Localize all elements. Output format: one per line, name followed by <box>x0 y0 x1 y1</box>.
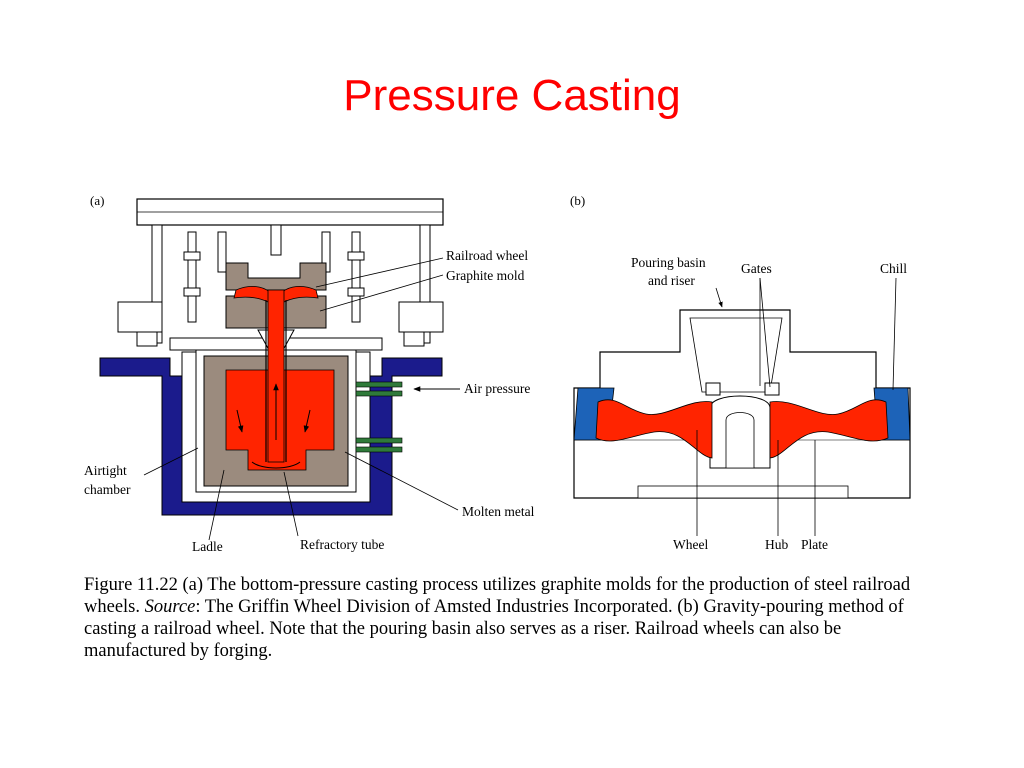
label-pouring-basin: Pouring basin <box>631 255 706 270</box>
panel-b-tag: (b) <box>570 193 585 208</box>
label-chill: Chill <box>880 261 907 276</box>
label-chamber: chamber <box>84 482 131 497</box>
caption-part-1: Figure 11.22 (a) The bottom-pressure cas… <box>84 575 911 617</box>
label-airtight: Airtight <box>84 463 127 478</box>
figure-caption: Figure 11.22 (a) The bottom-pressure cas… <box>84 574 944 662</box>
label-wheel: Wheel <box>673 537 708 552</box>
label-air-pressure: Air pressure <box>464 381 530 396</box>
label-graphite-mold: Graphite mold <box>446 268 525 283</box>
label-refractory-tube: Refractory tube <box>300 537 384 552</box>
panel-a-tag: (a) <box>90 193 104 208</box>
label-hub: Hub <box>765 537 788 552</box>
label-ladle: Ladle <box>192 539 223 554</box>
label-railroad-wheel: Railroad wheel <box>446 248 528 263</box>
label-plate: Plate <box>801 537 828 552</box>
panel-b-diagram: (b) Pouring basin and riser Gates Chill … <box>570 193 911 552</box>
caption-part-2: : The Griffin Wheel Division of Amsted I… <box>84 597 904 661</box>
panel-a-diagram: (a) <box>84 193 535 554</box>
label-molten-metal: Molten metal <box>462 504 535 519</box>
label-gates: Gates <box>741 261 772 276</box>
slide-title: Pressure Casting <box>343 71 681 120</box>
caption-source-word: Source <box>144 597 196 617</box>
label-and-riser: and riser <box>648 273 695 288</box>
